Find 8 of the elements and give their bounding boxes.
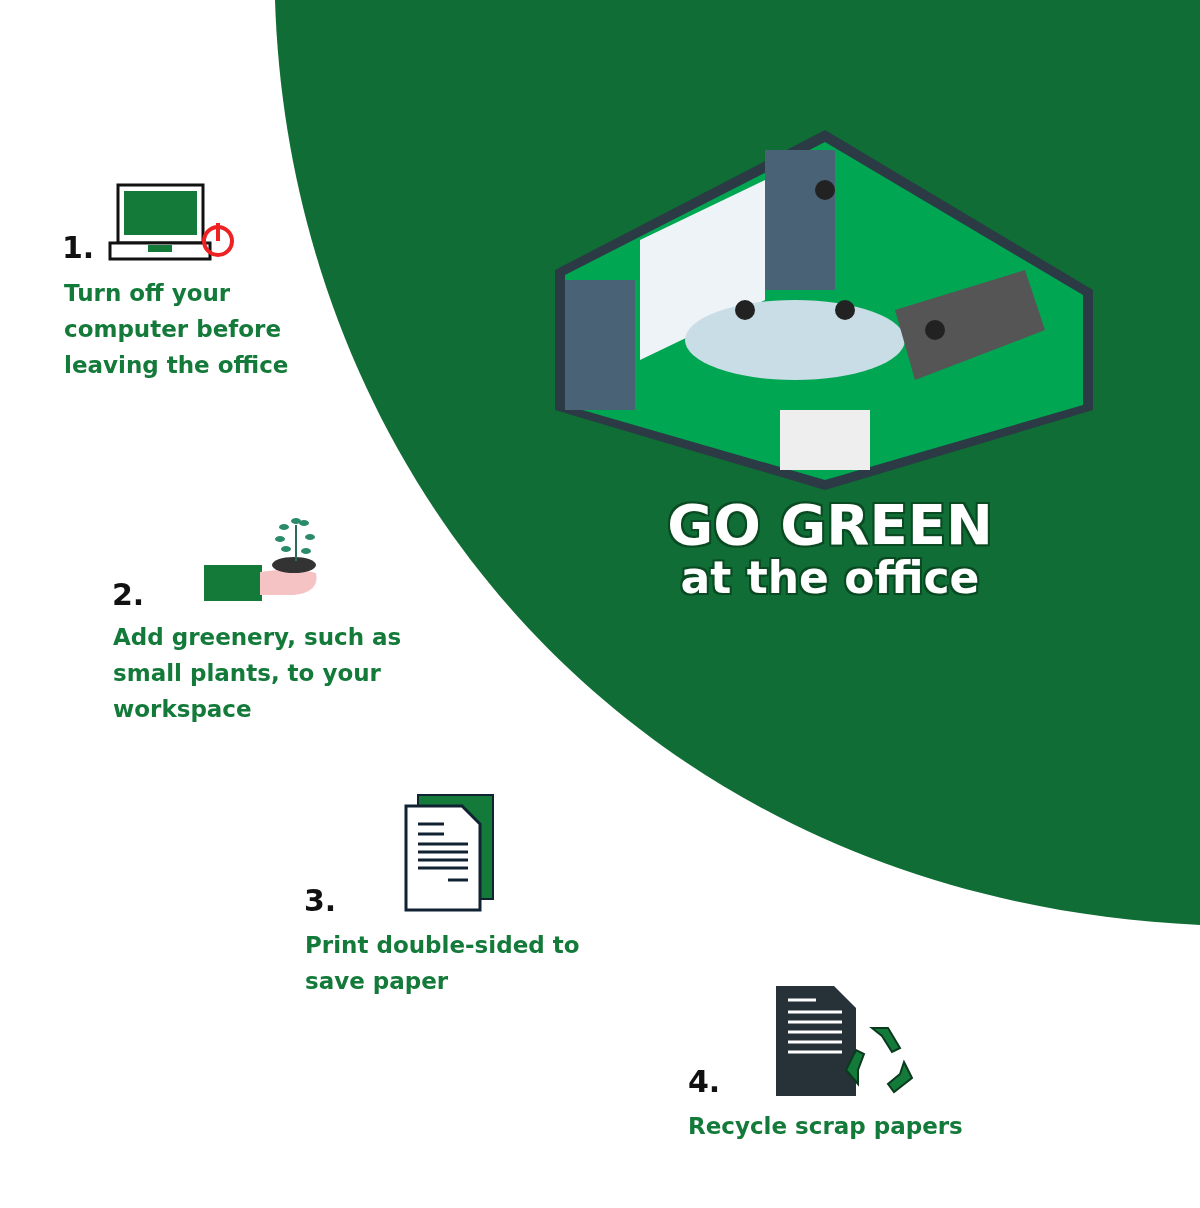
step-number: 2. — [112, 577, 145, 612]
step-text: Print double-sided to save paper — [305, 931, 581, 996]
step-text: Recycle scrap papers — [688, 1112, 964, 1141]
step-text: Turn off your computer before leaving the office — [64, 279, 290, 380]
step-number: 4. — [688, 1064, 721, 1099]
step-number: 3. — [304, 883, 337, 918]
step-number: 1. — [62, 230, 95, 265]
step-text: Add greenery, such as small plants, to your workspace — [113, 623, 403, 724]
